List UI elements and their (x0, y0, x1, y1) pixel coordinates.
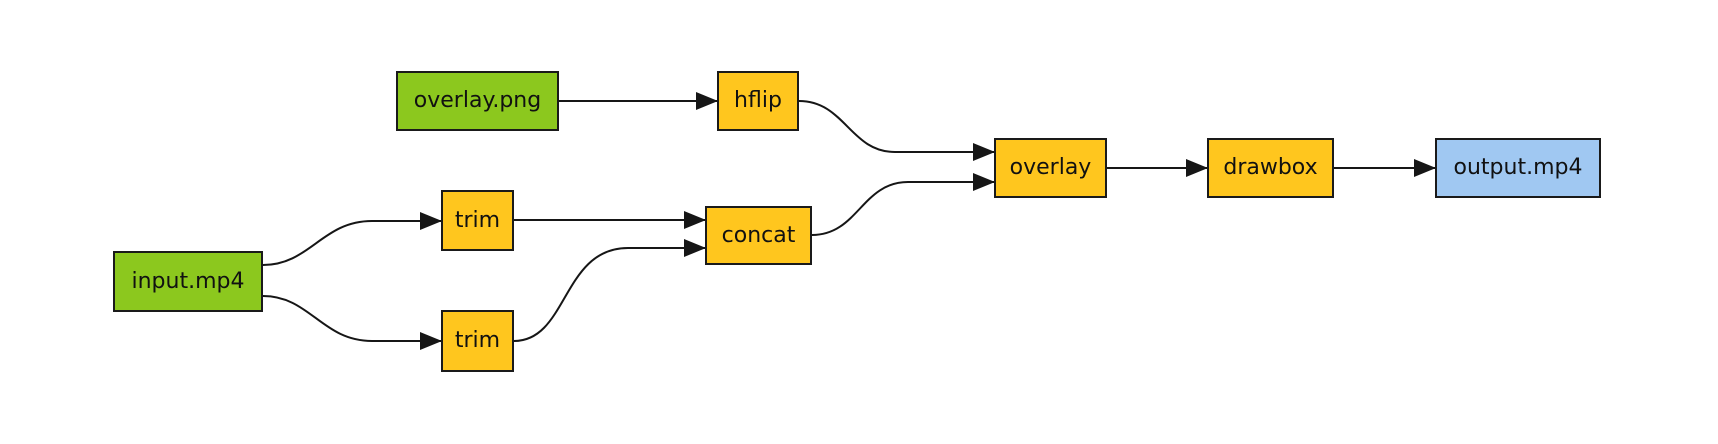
node-trim-bottom: trim (441, 310, 514, 372)
edge-hflip-to-overlay (798, 100, 995, 161)
edge-concat-to-overlay (811, 173, 995, 236)
node-output-mp4: output.mp4 (1435, 138, 1601, 198)
node-concat: concat (705, 206, 812, 265)
node-trim-top: trim (441, 190, 514, 251)
node-input-mp4: input.mp4 (113, 251, 263, 312)
node-overlay: overlay (994, 138, 1107, 198)
node-overlay-png: overlay.png (396, 71, 559, 131)
edge-trim-bottom-to-concat (513, 239, 706, 342)
edge-input-mp4-to-trim-bottom (262, 295, 442, 350)
node-drawbox: drawbox (1207, 138, 1334, 198)
node-hflip: hflip (717, 71, 799, 131)
edge-input-mp4-to-trim-top (262, 212, 442, 266)
